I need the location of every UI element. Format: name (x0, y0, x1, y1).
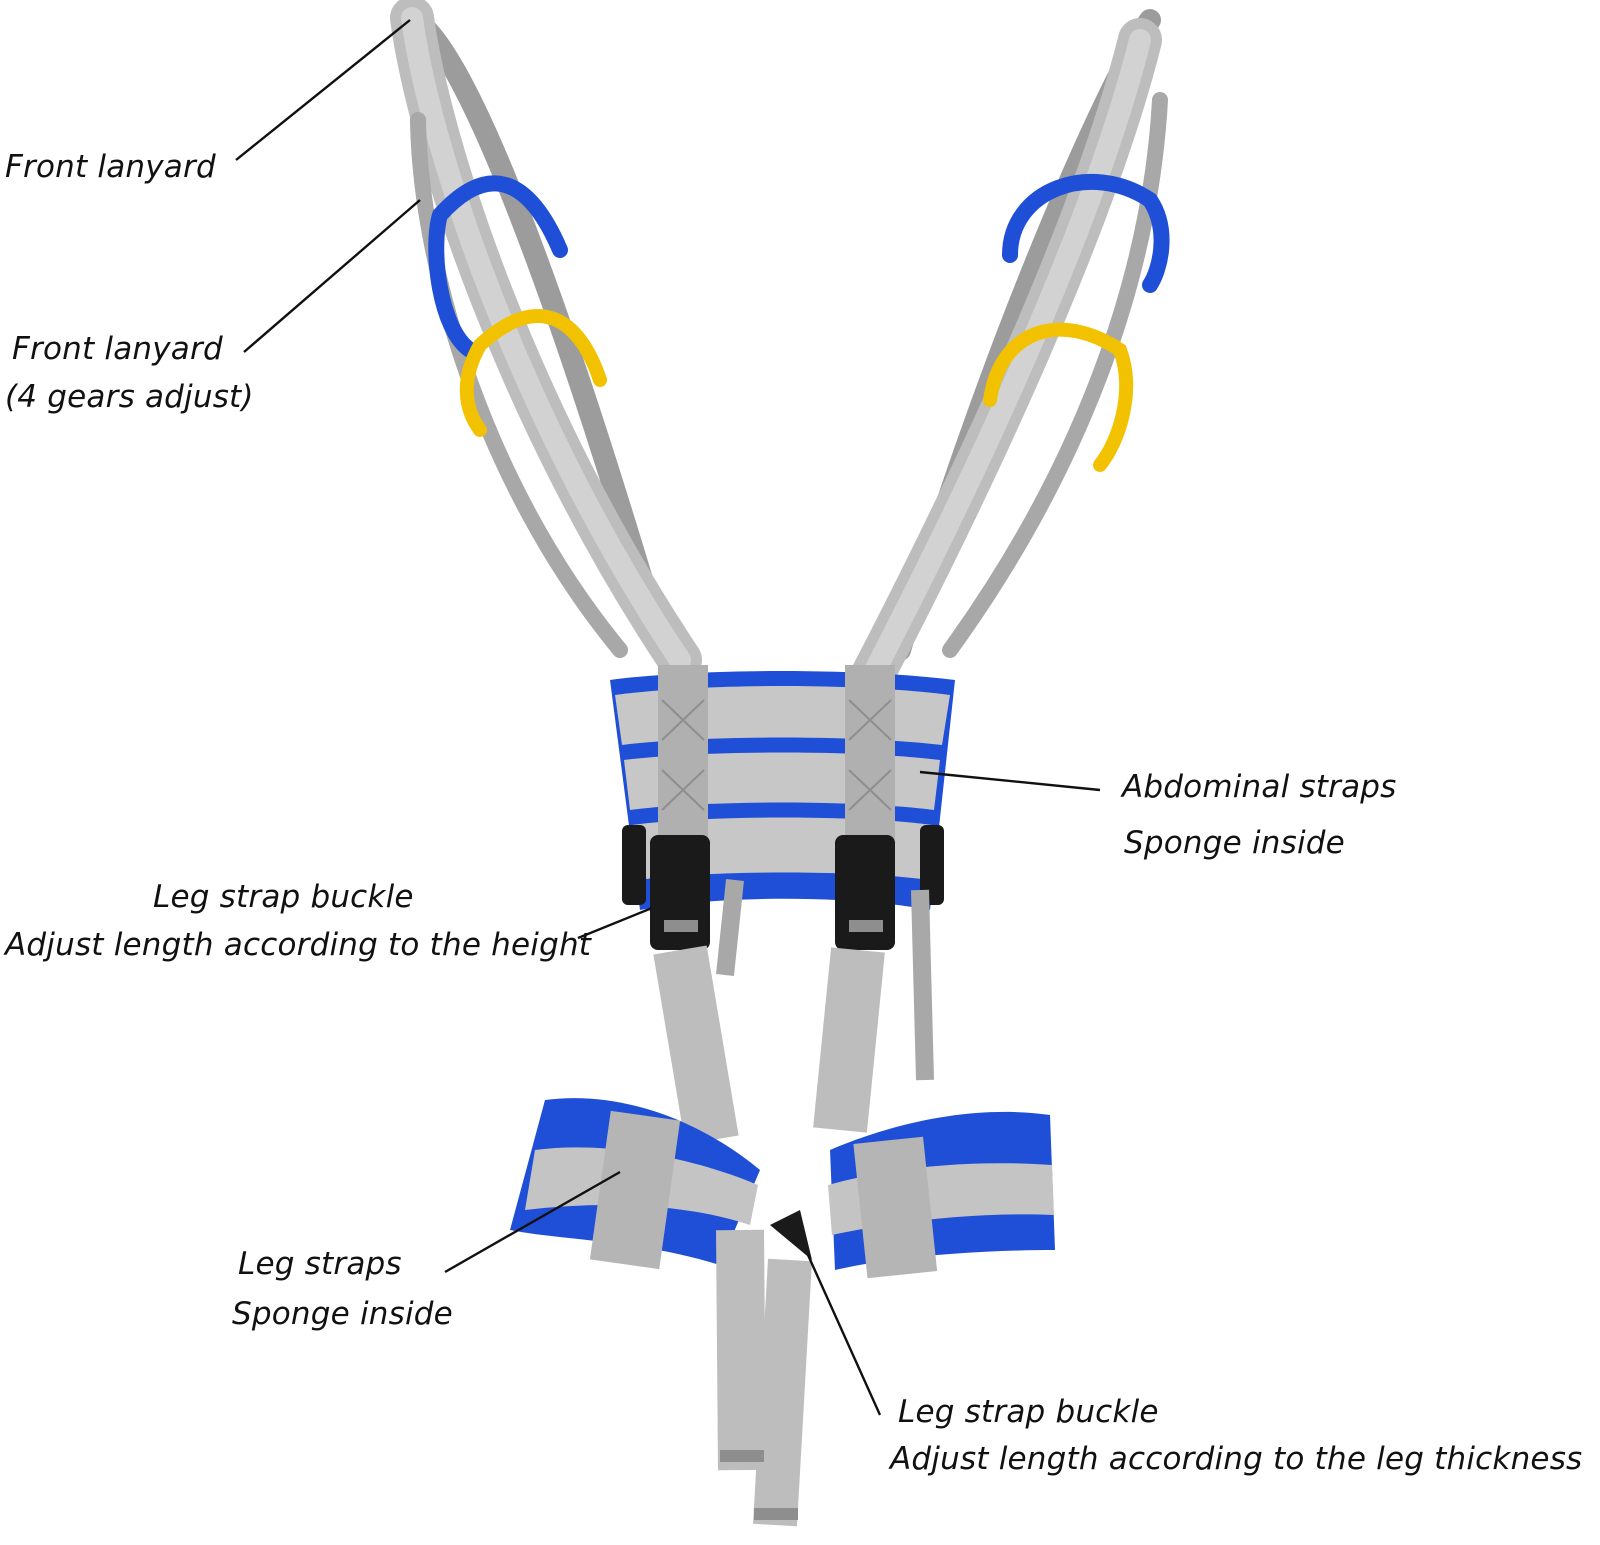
leader-lines (235, 19, 1101, 1416)
label-buckle-leg-title: Leg strap buckle (898, 1394, 1159, 1430)
right-yellow-handle (983, 322, 1134, 472)
leader-leg-straps (444, 1170, 621, 1274)
leader-buckle-leg (806, 1254, 882, 1416)
hanging-strap-tails (716, 1210, 812, 1527)
label-leg-straps-title: Leg straps (238, 1246, 402, 1282)
right-blue-handle (1002, 174, 1170, 293)
leader-buckle-height (577, 906, 653, 940)
leader-front-lanyard-1 (235, 19, 411, 161)
leader-abdominal (919, 770, 1101, 792)
left-leg-pad (510, 1098, 760, 1270)
label-abdominal-note: Sponge inside (1124, 825, 1345, 861)
leader-front-lanyard-2 (243, 199, 421, 353)
label-front-lanyard-1: Front lanyard (5, 149, 216, 185)
right-leg-pad (828, 1111, 1055, 1279)
left-buckle (622, 825, 710, 950)
left-blue-handle (428, 175, 568, 358)
label-leg-straps-note: Sponge inside (232, 1296, 453, 1332)
left-yellow-handle (459, 309, 607, 437)
left-shoulder-straps (390, 0, 702, 682)
vertical-leg-straps (653, 879, 934, 1145)
label-front-lanyard-2-note: (4 gears adjust) (5, 379, 254, 415)
label-buckle-leg-note: Adjust length according to the leg thick… (890, 1441, 1583, 1477)
label-buckle-height-note: Adjust length according to the height (5, 927, 592, 963)
right-buckle (835, 825, 944, 950)
label-buckle-height-title: Leg strap buckle (153, 879, 414, 915)
label-abdominal-title: Abdominal straps (1122, 769, 1397, 805)
label-front-lanyard-2: Front lanyard (12, 331, 223, 367)
